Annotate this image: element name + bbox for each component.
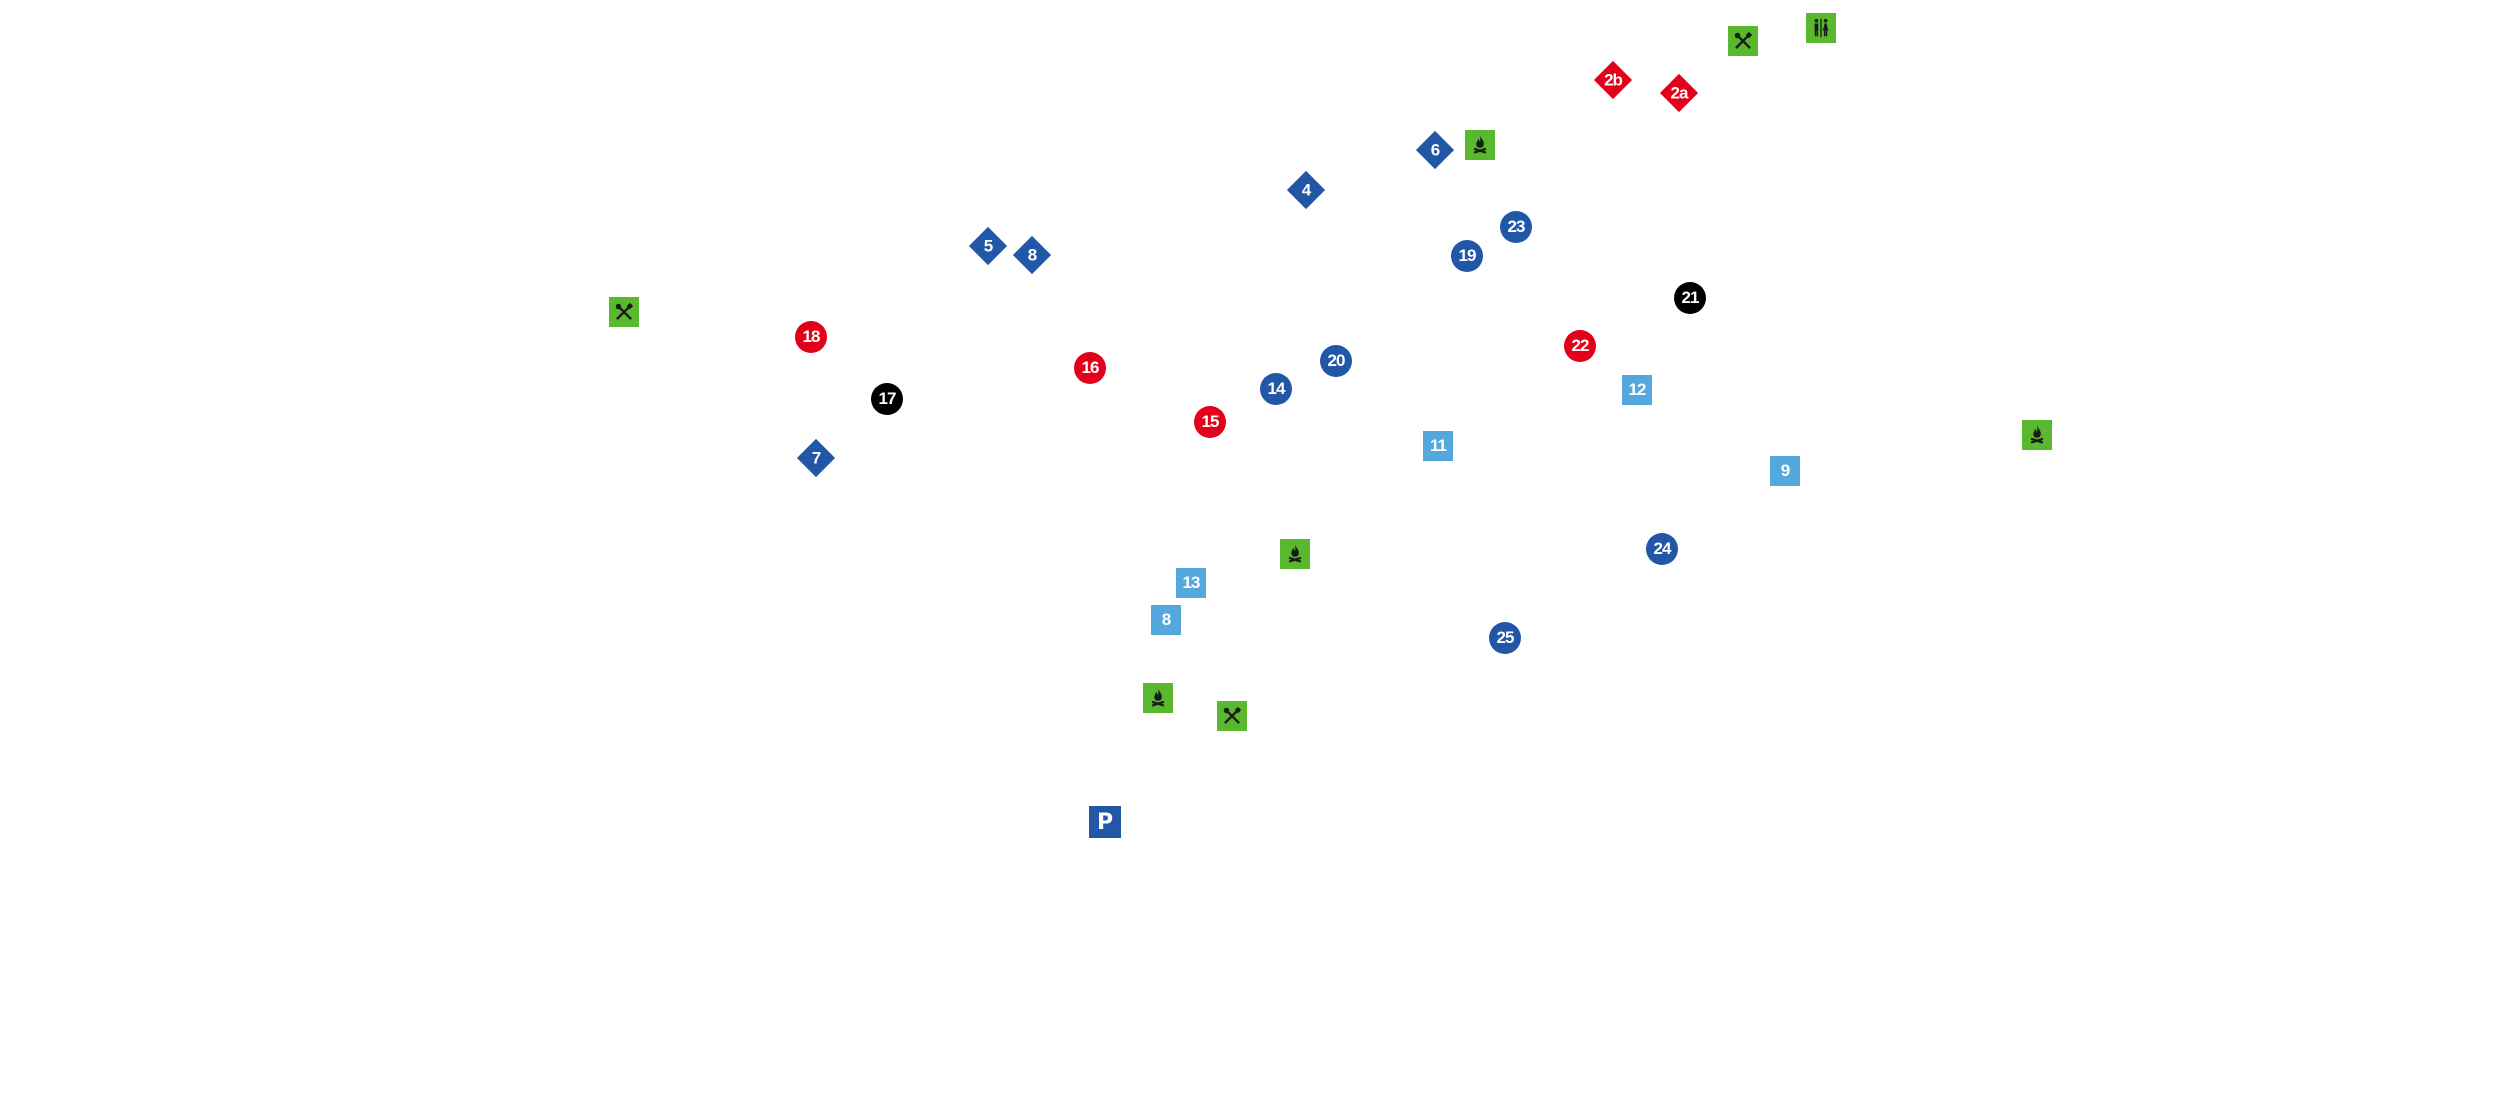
marker-label: 23 [1507,217,1526,236]
marker-2a[interactable]: 2a [1659,73,1699,113]
marker-label: 8 [1027,245,1038,264]
marker-label: 16 [1081,358,1100,377]
marker-16[interactable]: 16 [1074,352,1106,384]
marker-label: 9 [1780,461,1791,480]
marker-4[interactable]: 4 [1286,170,1326,210]
marker-label: 14 [1267,379,1286,398]
marker-label: 17 [878,389,897,408]
marker-5[interactable]: 5 [968,226,1008,266]
marker-label: 4 [1301,180,1312,199]
campfire-marker[interactable] [1280,539,1310,569]
marker-label: 12 [1628,380,1647,399]
marker-label: 2b [1604,70,1623,89]
marker-13[interactable]: 13 [1176,568,1206,598]
marker-9[interactable]: 9 [1770,456,1800,486]
marker-6[interactable]: 6 [1415,130,1455,170]
marker-2b[interactable]: 2b [1593,60,1633,100]
marker-11[interactable]: 11 [1423,431,1453,461]
campfire-icon [1147,687,1169,709]
marker-25[interactable]: 25 [1489,622,1521,654]
marker-label: 5 [983,236,994,255]
toilet-icon [1810,17,1832,39]
fork-knife-icon [1221,705,1243,727]
campfire-icon [2026,424,2048,446]
marker-18[interactable]: 18 [795,321,827,353]
marker-7[interactable]: 7 [796,438,836,478]
marker-label: 15 [1201,412,1220,431]
fork-knife-icon [1732,30,1754,52]
marker-label: 19 [1458,246,1477,265]
marker-label: 6 [1430,140,1441,159]
marker-14[interactable]: 14 [1260,373,1292,405]
marker-label: 2a [1670,83,1689,102]
marker-8-square[interactable]: 8 [1151,605,1181,635]
campfire-icon [1469,134,1491,156]
marker-22[interactable]: 22 [1564,330,1596,362]
marker-21[interactable]: 21 [1674,282,1706,314]
campfire-marker[interactable] [1465,130,1495,160]
marker-label: 22 [1571,336,1590,355]
toilet-marker[interactable] [1806,13,1836,43]
campfire-icon [1284,543,1306,565]
restaurant-marker[interactable] [609,297,639,327]
marker-label: 24 [1653,539,1672,558]
marker-label: 20 [1327,351,1346,370]
marker-label: 13 [1182,573,1201,592]
marker-20[interactable]: 20 [1320,345,1352,377]
restaurant-marker[interactable] [1728,26,1758,56]
campfire-marker[interactable] [1143,683,1173,713]
marker-label: 8 [1161,610,1172,629]
restaurant-marker[interactable] [1217,701,1247,731]
marker-label: 25 [1496,628,1515,647]
marker-label: 11 [1430,436,1447,455]
marker-19[interactable]: 19 [1451,240,1483,272]
marker-label: 21 [1681,288,1700,307]
parking-label: P [1096,809,1114,835]
marker-17[interactable]: 17 [871,383,903,415]
marker-label: 7 [811,448,822,467]
marker-12[interactable]: 12 [1622,375,1652,405]
marker-23[interactable]: 23 [1500,211,1532,243]
marker-label: 18 [802,327,821,346]
fork-knife-icon [613,301,635,323]
marker-15[interactable]: 15 [1194,406,1226,438]
marker-8-diamond[interactable]: 8 [1012,235,1052,275]
marker-24[interactable]: 24 [1646,533,1678,565]
parking-marker[interactable]: P [1089,806,1121,838]
campfire-marker[interactable] [2022,420,2052,450]
